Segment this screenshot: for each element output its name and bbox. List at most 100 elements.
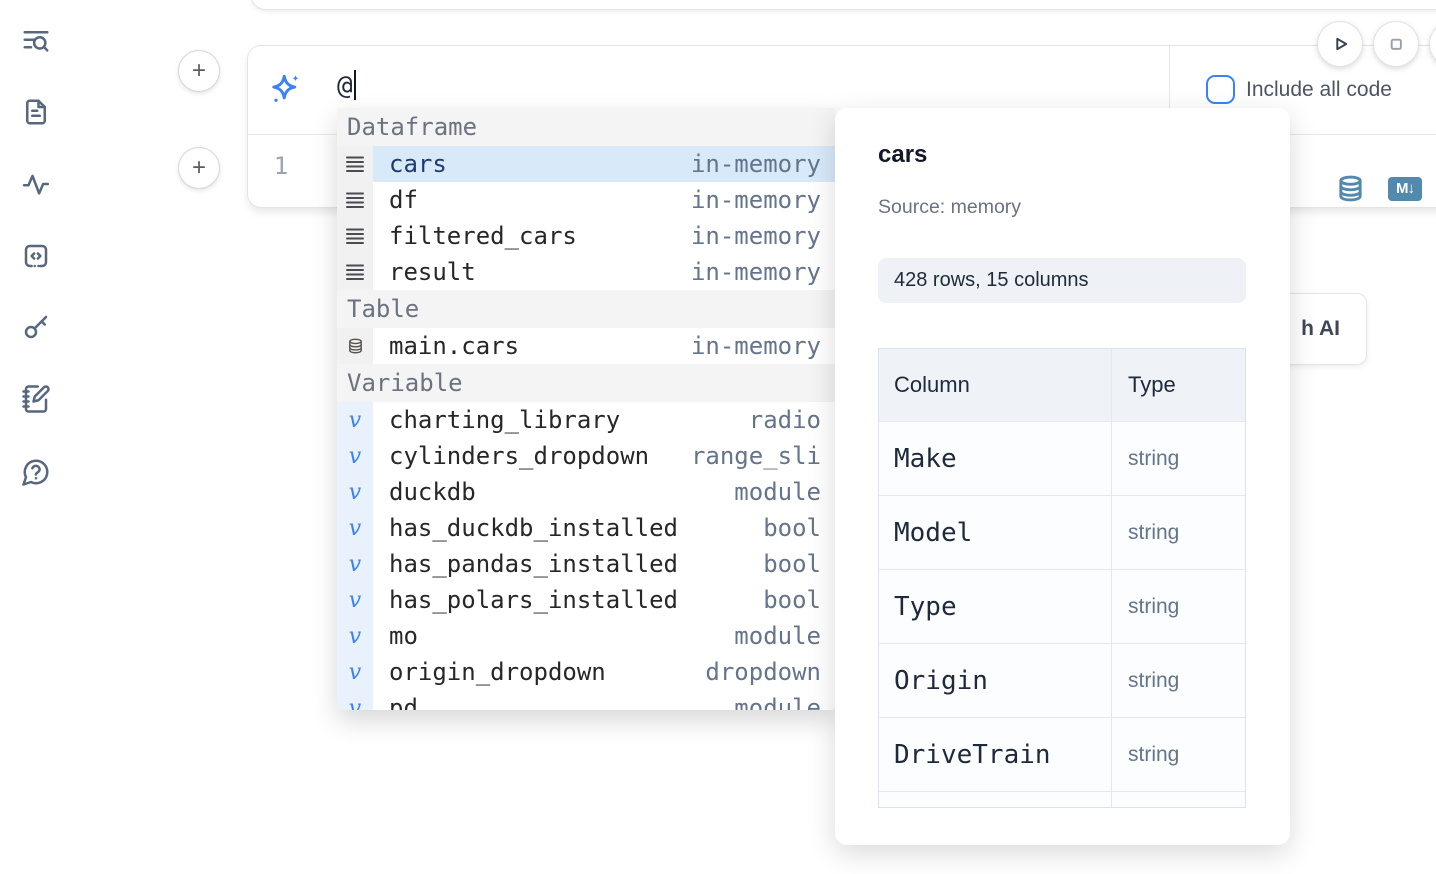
item-type: in-memory — [690, 186, 821, 214]
help-chat-icon[interactable] — [21, 456, 53, 488]
variable-icon: v — [337, 546, 373, 582]
item-name: result — [389, 258, 476, 286]
autocomplete-section-header: Table — [337, 290, 835, 328]
column-type: string — [1128, 742, 1180, 766]
dataframe-icon — [337, 254, 373, 290]
include-all-code-checkbox[interactable] — [1206, 75, 1235, 104]
item-type: in-memory — [690, 332, 821, 360]
divider — [1169, 46, 1170, 134]
dataframe-icon — [337, 182, 373, 218]
line-number: 1 — [273, 152, 289, 180]
schema-header-row: Column Type — [879, 349, 1245, 421]
autocomplete-item-cars[interactable]: cars in-memory — [337, 146, 835, 182]
schema-row: Make string — [879, 421, 1245, 495]
item-name: cylinders_dropdown — [389, 442, 650, 470]
column-type: string — [1128, 668, 1180, 692]
item-type: bool — [763, 586, 821, 614]
item-type: module — [734, 478, 821, 506]
item-type: bool — [763, 550, 821, 578]
variable-icon: v — [337, 474, 373, 510]
column-header: Column — [879, 349, 1112, 421]
left-sidebar — [0, 0, 72, 874]
autocomplete-section-header: Variable — [337, 364, 835, 402]
item-type: module — [734, 622, 821, 650]
column-type: string — [1128, 594, 1180, 618]
autocomplete-item-filtered_cars[interactable]: filtered_cars in-memory — [337, 218, 835, 254]
document-icon[interactable] — [21, 96, 53, 128]
stop-button[interactable] — [1373, 21, 1419, 67]
ai-sparkle-icon — [267, 71, 303, 107]
cell-output-toggles: M↓ — [1336, 174, 1422, 203]
column-type: string — [1128, 520, 1180, 544]
dataframe-icon — [337, 146, 373, 182]
ai-prompt-input[interactable]: @ — [337, 70, 356, 101]
item-name: df — [389, 186, 418, 214]
column-name: Make — [894, 443, 957, 474]
add-cell-button-bottom[interactable]: + — [178, 147, 220, 189]
autocomplete-item-origin_dropdown[interactable]: v origin_dropdown dropdown — [337, 654, 835, 690]
autocomplete-item-result[interactable]: result in-memory — [337, 254, 835, 290]
preview-title: cars — [878, 141, 928, 168]
item-type: dropdown — [705, 658, 821, 686]
variable-icon: v — [337, 690, 373, 710]
code-snippet-icon[interactable] — [21, 240, 53, 272]
notebook-pen-icon[interactable] — [21, 383, 53, 415]
dataframe-preview-panel: cars Source: memory 428 rows, 15 columns… — [835, 108, 1290, 845]
item-type: module — [734, 694, 821, 710]
text-cursor — [353, 70, 356, 100]
item-type: range_sli — [690, 442, 821, 470]
run-cell-button[interactable] — [1317, 21, 1363, 67]
add-cell-button-top[interactable]: + — [178, 50, 220, 92]
schema-row: DriveTrain string — [879, 717, 1245, 791]
play-icon — [1336, 37, 1348, 51]
include-all-code-label: Include all code — [1246, 77, 1392, 101]
variable-icon: v — [337, 654, 373, 690]
activity-icon[interactable] — [21, 168, 53, 200]
preview-shape-badge: 428 rows, 15 columns — [878, 258, 1246, 303]
database-icon[interactable] — [1336, 174, 1365, 203]
item-name: mo — [389, 622, 418, 650]
item-type: in-memory — [690, 258, 821, 286]
item-name: has_duckdb_installed — [389, 514, 678, 542]
item-type: in-memory — [690, 222, 821, 250]
stop-icon — [1390, 38, 1402, 50]
item-name: duckdb — [389, 478, 476, 506]
table-icon — [337, 328, 373, 364]
dataframe-icon — [337, 218, 373, 254]
type-header: Type — [1128, 372, 1176, 397]
column-name: Model — [894, 517, 973, 548]
key-icon[interactable] — [21, 311, 53, 343]
item-type: radio — [748, 406, 821, 434]
item-name: origin_dropdown — [389, 658, 606, 686]
variable-icon: v — [337, 618, 373, 654]
variable-icon: v — [337, 402, 373, 438]
item-name: has_pandas_installed — [389, 550, 678, 578]
item-type: in-memory — [690, 150, 821, 178]
include-all-code-toggle[interactable]: Include all code — [1206, 75, 1392, 104]
markdown-convert-icon[interactable]: M↓ — [1388, 176, 1422, 201]
autocomplete-section-header: Dataframe — [337, 108, 835, 146]
autocomplete-item-df[interactable]: df in-memory — [337, 182, 835, 218]
item-name: pd — [389, 694, 418, 710]
schema-row — [879, 791, 1245, 807]
column-type: string — [1128, 446, 1180, 470]
item-name: filtered_cars — [389, 222, 577, 250]
item-name: cars — [389, 150, 447, 178]
search-list-icon[interactable] — [21, 25, 53, 57]
column-name: DriveTrain — [894, 739, 1051, 770]
autocomplete-item-has_pandas_installed[interactable]: v has_pandas_installed bool — [337, 546, 835, 582]
variable-icon: v — [337, 510, 373, 546]
